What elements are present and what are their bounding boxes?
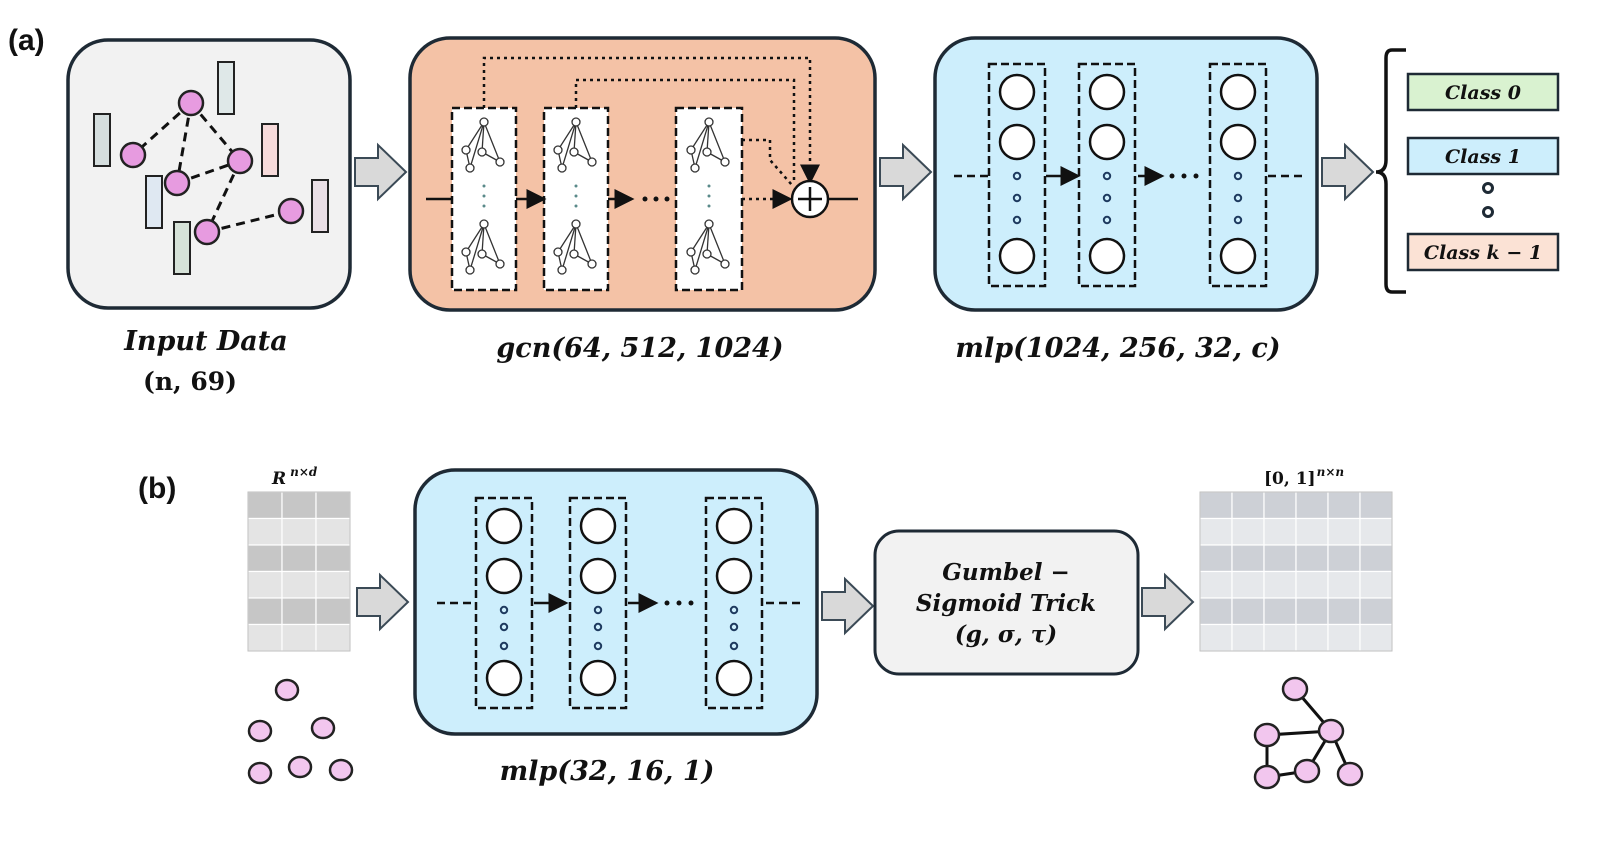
graph-icon [553, 219, 597, 275]
neuron [998, 123, 1036, 161]
input-data-box [66, 38, 352, 310]
vertical-ellipsis [574, 184, 578, 208]
neuron [1088, 73, 1126, 111]
vertical-ellipsis [482, 184, 486, 208]
mlp-layer [987, 62, 1047, 288]
input-data-caption: Input Data [123, 326, 288, 357]
arrow-gcn-to-mlp [879, 142, 933, 202]
neuron [715, 557, 753, 595]
gumbel-line-2: Sigmoid Trick [916, 590, 1096, 617]
panel-a-label: (a) [8, 24, 45, 57]
mlp-a-caption: mlp(1024, 256, 32, c) [955, 333, 1280, 364]
neuron [579, 507, 617, 545]
gcn-caption: gcn(64, 512, 1024) [496, 333, 783, 364]
mlp-b-caption: mlp(32, 16, 1) [500, 756, 715, 787]
input-nodes [247, 678, 354, 785]
class-list: Class 0 Class 1 Class k − 1 [1406, 72, 1560, 272]
neuron [1219, 123, 1257, 161]
mlp-layer [568, 496, 628, 710]
neuron [485, 507, 523, 545]
gumbel-sigmoid-box: Gumbel − Sigmoid Trick (g, σ, τ) [873, 529, 1140, 676]
class-k-label: Class k − 1 [1424, 242, 1542, 264]
neuron [485, 557, 523, 595]
output-matrix-label: [0, 1]n×n [1264, 465, 1344, 489]
arrow-mlp-to-gumbel [821, 576, 875, 636]
arrow-gumbel-to-adjacency [1141, 572, 1195, 632]
graph-icon [461, 219, 505, 275]
mlp-layer [704, 496, 764, 710]
vertical-ellipsis [707, 184, 711, 208]
feature-vectors [93, 61, 329, 275]
mlp-a-layers [987, 62, 1268, 288]
gcn-layers [450, 106, 744, 292]
class-k-box [1406, 232, 1560, 272]
sum-node [790, 179, 830, 219]
graph-icon [461, 117, 505, 173]
neuron [715, 659, 753, 697]
input-shape-caption: (n, 69) [143, 367, 237, 396]
neuron [579, 557, 617, 595]
graph-icon [686, 219, 730, 275]
gumbel-line-1: Gumbel − [942, 559, 1069, 586]
arrow-matrix-to-mlp [356, 572, 410, 632]
class-brace [1375, 48, 1406, 294]
neuron [1219, 237, 1257, 275]
mlp-box-b [413, 468, 819, 736]
neuron [998, 237, 1036, 275]
gcn-layer-graph-icons [461, 117, 730, 275]
neuron [485, 659, 523, 697]
neuron [1088, 237, 1126, 275]
input-graph-nodes [119, 89, 305, 246]
mlp-layer [1208, 62, 1268, 288]
neuron [1088, 123, 1126, 161]
output-graph [1253, 676, 1364, 790]
mlp-layer [1077, 62, 1137, 288]
graph-icon [686, 117, 730, 173]
neuron [1219, 73, 1257, 111]
neuron [998, 73, 1036, 111]
graph-icon [553, 117, 597, 173]
class-1-label: Class 1 [1445, 146, 1521, 168]
arrow-input-to-gcn [354, 142, 408, 202]
mlp-b-layers [474, 496, 764, 710]
mlp-box-a [933, 36, 1319, 312]
class-0-label: Class 0 [1445, 82, 1521, 104]
gumbel-line-3: (g, σ, τ) [955, 621, 1057, 648]
output-adjacency-matrix [1199, 491, 1393, 652]
class-1-box [1406, 136, 1560, 176]
class-0-box [1406, 72, 1560, 112]
gcn-box [408, 36, 877, 312]
neuron [715, 507, 753, 545]
panel-b-label: (b) [138, 472, 176, 505]
input-matrix [247, 491, 351, 652]
neuron [579, 659, 617, 697]
arrow-mlp-to-classes [1321, 142, 1375, 202]
mlp-layer [474, 496, 534, 710]
